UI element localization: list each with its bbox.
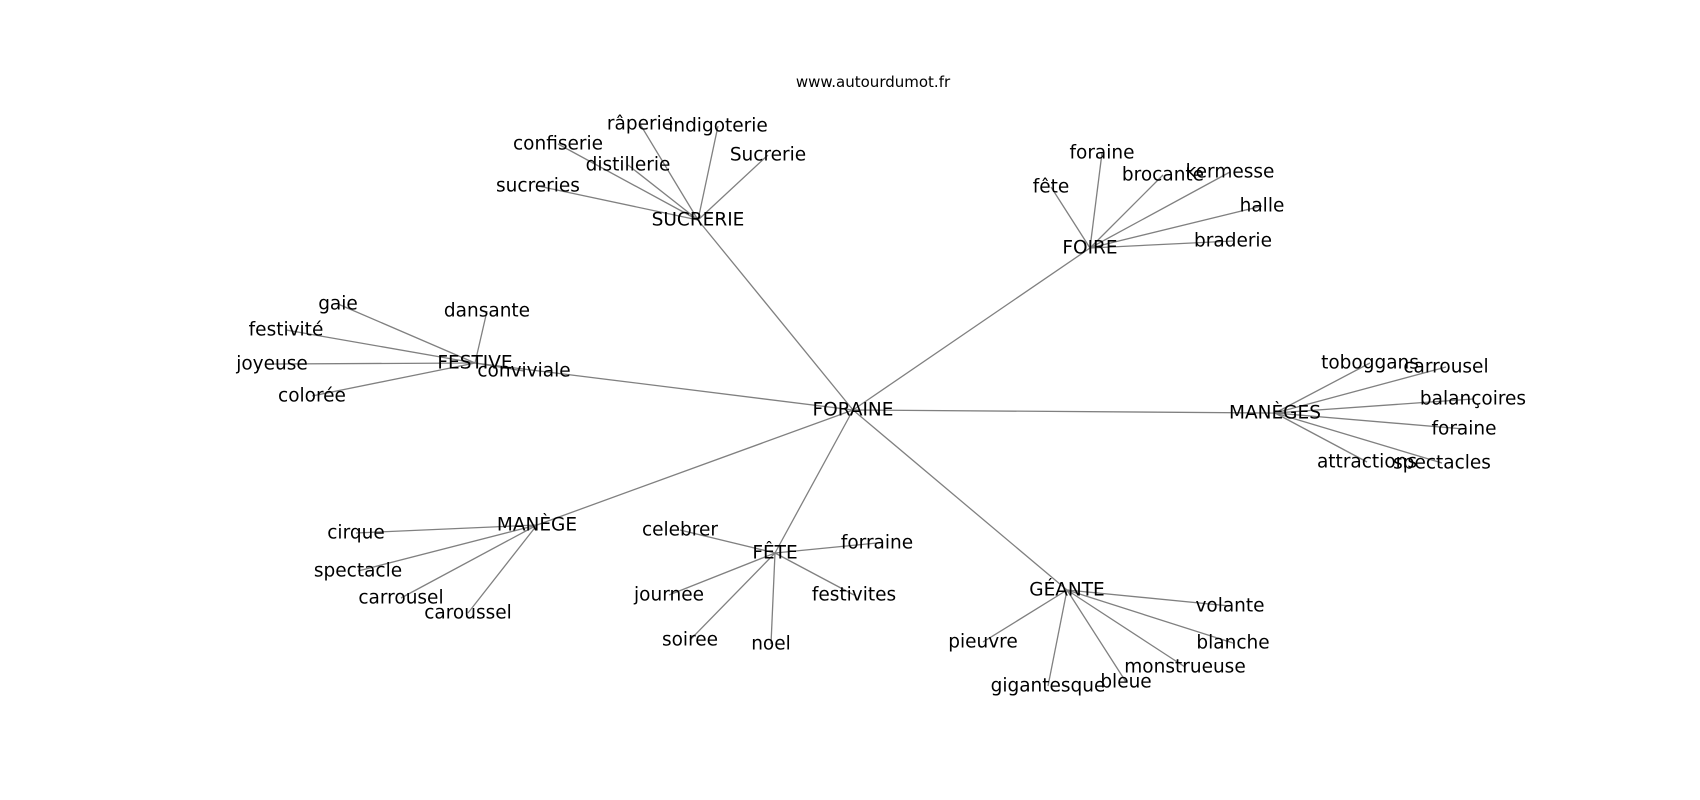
word-node-sucrerie-2[interactable]: confiserie [513,134,603,155]
word-node-festive-4[interactable]: conviviale [477,361,570,382]
word-node-maneges-3[interactable]: foraine [1431,419,1496,440]
edge-foire-0 [1089,152,1103,249]
word-node-maneges-0[interactable]: toboggans [1321,353,1419,374]
edge-geante-0 [1066,589,1231,607]
hub-node-geante[interactable]: GÉANTE [1029,579,1105,601]
hub-node-maneges[interactable]: MANÈGES [1229,402,1321,424]
edge-root-festive [474,362,854,411]
edge-maneges-1 [1274,366,1447,414]
word-node-sucrerie-5[interactable]: sucreries [496,176,580,197]
edge-sucrerie-4 [627,164,699,221]
edge-manege-0 [355,524,538,534]
hub-node-festive[interactable]: FESTIVE [437,353,512,374]
edge-festive-0 [337,303,476,364]
word-node-foire-2[interactable]: kermesse [1186,162,1275,183]
word-node-manege-3[interactable]: caroussel [424,603,512,624]
edge-festive-3 [271,362,476,365]
edge-geante-5 [1047,589,1068,687]
word-node-festive-0[interactable]: gaie [318,294,358,315]
word-node-fete-4[interactable]: soiree [662,630,718,651]
edge-root-manege [536,409,854,526]
edge-foire-1 [1089,174,1164,249]
hub-node-fete[interactable]: FÊTE [752,542,797,564]
word-node-geante-5[interactable]: gigantesque [991,676,1106,697]
edge-fete-2 [668,552,776,596]
edge-maneges-2 [1274,398,1474,414]
word-node-festive-2[interactable]: festivité [249,320,324,341]
word-node-sucrerie-3[interactable]: Sucrerie [730,145,806,166]
edge-geante-2 [982,589,1068,643]
word-node-maneges-2[interactable]: balançoires [1420,389,1526,410]
word-node-manege-2[interactable]: carrousel [358,588,443,609]
edge-sucrerie-0 [639,123,699,221]
edge-geante-3 [1066,589,1186,668]
edge-root-fete [774,409,854,554]
site-url: www.autourdumot.fr [796,73,951,91]
word-node-foire-0[interactable]: foraine [1069,143,1134,164]
edge-geante-1 [1066,589,1234,644]
edge-fete-5 [770,552,776,645]
edge-maneges-0 [1274,362,1371,414]
edge-foire-5 [1089,240,1234,249]
edge-foire-2 [1089,171,1231,249]
word-node-geante-4[interactable]: bleue [1100,672,1151,693]
word-node-manege-0[interactable]: cirque [327,523,384,544]
word-node-fete-0[interactable]: celebrer [642,520,718,541]
root-node[interactable]: FORAINE [813,400,894,421]
edge-foire-3 [1050,186,1091,249]
word-node-festive-3[interactable]: joyeuse [235,354,308,375]
hub-node-foire[interactable]: FOIRE [1062,238,1117,259]
edge-fete-3 [774,552,855,596]
word-node-fete-1[interactable]: forraine [841,533,913,554]
edge-sucrerie-1 [697,125,719,221]
word-node-festive-1[interactable]: dansante [444,301,530,322]
edge-maneges-5 [1274,412,1443,464]
edge-fete-4 [689,552,776,641]
edge-festive-4 [474,362,525,372]
edge-sucrerie-2 [557,143,699,221]
edge-festive-1 [474,310,488,364]
edge-sucrerie-5 [537,185,699,221]
word-node-foire-5[interactable]: braderie [1194,231,1272,252]
word-node-foire-3[interactable]: fête [1033,177,1070,198]
word-node-foire-1[interactable]: brocante [1122,165,1204,186]
word-node-geante-0[interactable]: volante [1195,596,1264,617]
hub-node-sucrerie[interactable]: SUCRERIE [652,210,745,231]
word-node-sucrerie-1[interactable]: indigoterie [668,116,768,137]
word-node-fete-5[interactable]: noel [751,634,791,655]
edge-root-sucrerie [697,219,854,411]
edge-fete-0 [679,529,776,554]
edge-foire-4 [1089,205,1263,249]
edge-festive-5 [311,362,476,397]
word-node-sucrerie-4[interactable]: distillerie [586,155,671,176]
edge-geante-4 [1066,589,1127,683]
word-node-festive-5[interactable]: colorée [278,386,346,407]
edge-manege-1 [357,524,538,572]
edge-root-foire [852,247,1091,411]
word-node-maneges-5[interactable]: spectacles [1393,453,1491,474]
edge-maneges-4 [1274,412,1368,463]
edge-sucrerie-3 [697,154,769,221]
word-node-fete-2[interactable]: journee [633,585,704,606]
edge-root-maneges [852,409,1276,414]
edge-root-geante [852,409,1068,591]
word-node-geante-1[interactable]: blanche [1196,633,1269,654]
word-node-fete-3[interactable]: festivites [812,585,896,606]
hub-node-manege[interactable]: MANÈGE [497,514,577,536]
edge-maneges-3 [1274,412,1465,430]
word-node-geante-2[interactable]: pieuvre [948,632,1018,653]
word-node-sucrerie-0[interactable]: râperie [607,114,673,135]
word-node-maneges-4[interactable]: attractions [1317,452,1417,473]
word-node-foire-4[interactable]: halle [1240,196,1285,217]
word-node-geante-3[interactable]: monstrueuse [1124,657,1245,678]
edge-festive-2 [285,329,476,364]
word-node-maneges-1[interactable]: carrousel [1403,357,1488,378]
edges [271,123,1474,687]
edge-manege-2 [400,524,538,599]
word-node-manege-1[interactable]: spectacle [314,561,402,582]
edge-manege-3 [467,524,538,614]
edge-fete-1 [774,542,878,554]
